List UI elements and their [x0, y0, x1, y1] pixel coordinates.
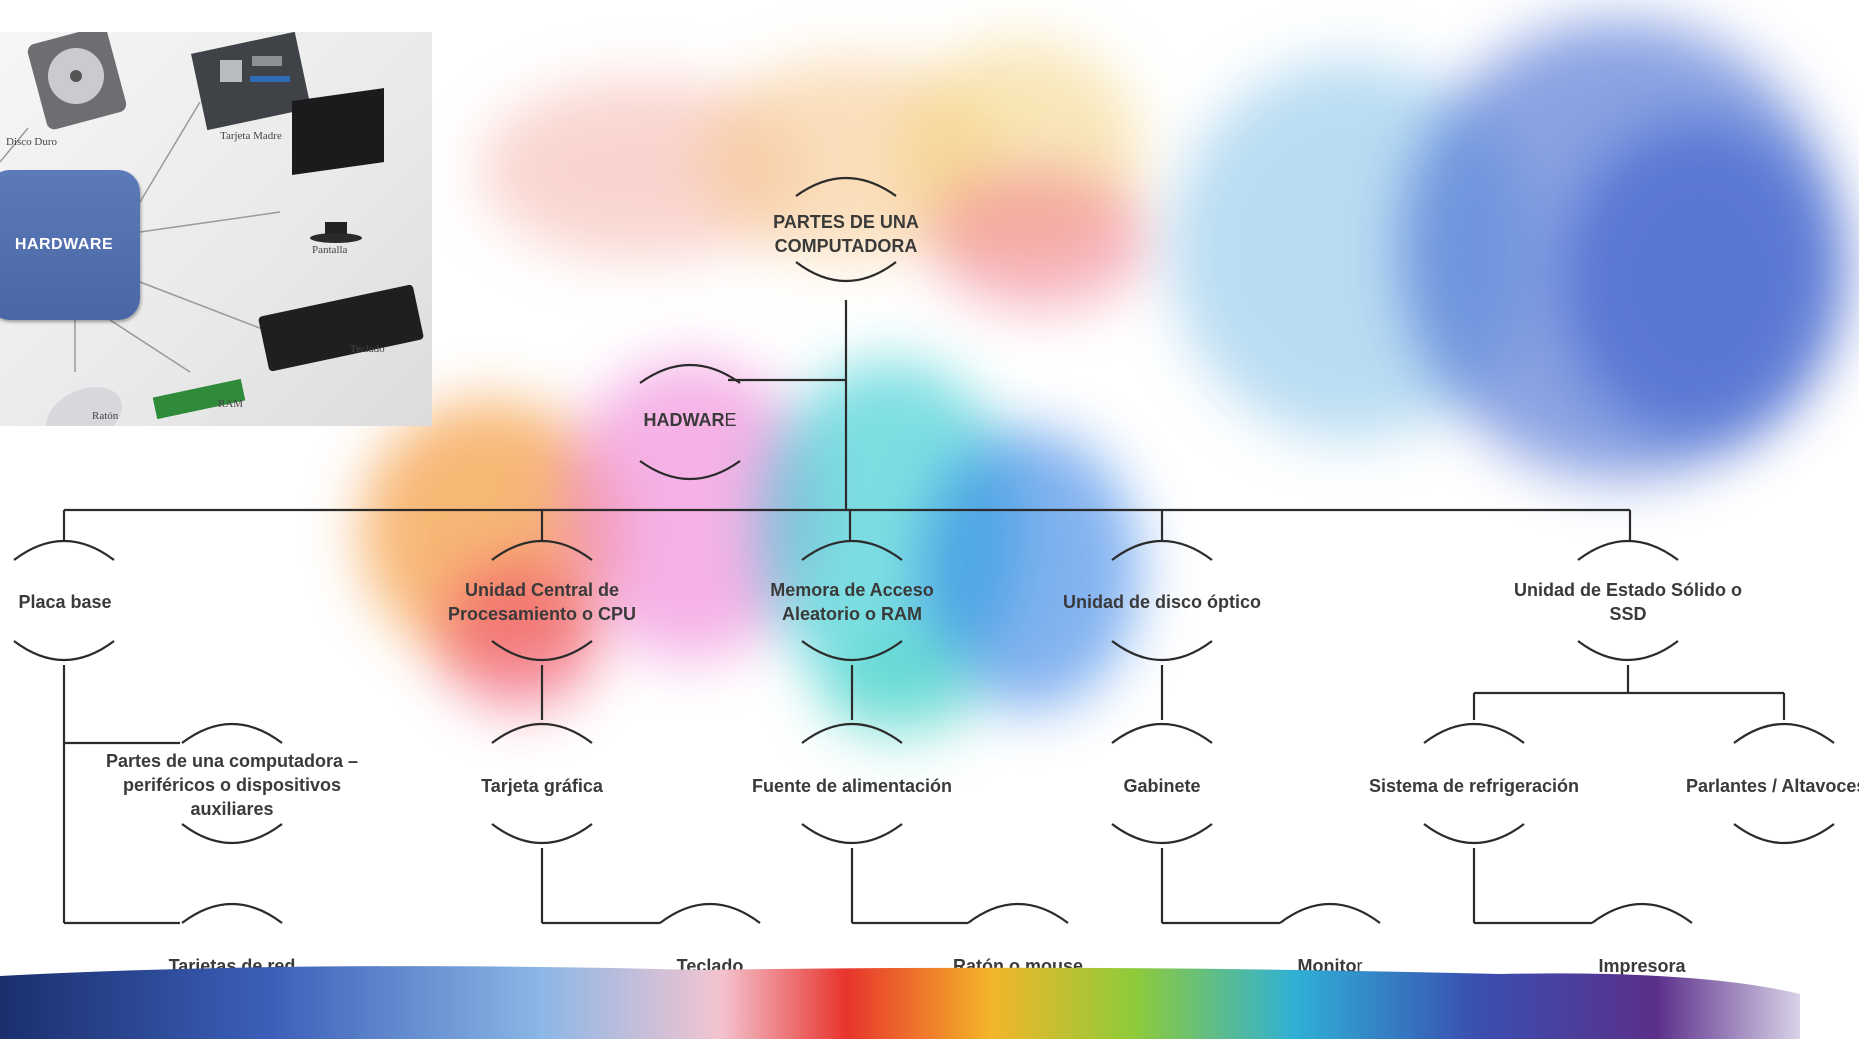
rainbow-brush-stroke — [0, 966, 1800, 1039]
caption-tarjeta-madre: Tarjeta Madre — [220, 130, 282, 142]
node-hardware-tail: E — [724, 410, 737, 430]
motherboard-icon — [191, 32, 311, 131]
keyboard-icon — [258, 284, 424, 372]
node-root: PARTES DE UNA COMPUTADORA — [773, 212, 919, 256]
node-fuente-alimentacion: Fuente de alimentación — [751, 776, 953, 796]
caption-disco-duro: Disco Duro — [6, 136, 58, 148]
hard-disk-icon — [27, 32, 127, 130]
caption-raton: Ratón — [92, 410, 119, 422]
node-ram: Memora de Acceso Aleatorio o RAM — [770, 580, 934, 624]
node-hardware-label: HADWAR — [643, 410, 725, 430]
inset-lines — [0, 32, 424, 426]
node-ssd: Unidad de Estado Sólido o SSD — [1513, 580, 1742, 624]
node-sistema-refrigeracion: Sistema de refrigeración — [1368, 776, 1580, 796]
caption-pantalla: Pantalla — [312, 244, 348, 256]
node-cpu: Unidad Central de Procesamiento o CPU — [447, 580, 637, 624]
node-perifericos: Partes de una computadora – periféricos … — [105, 751, 359, 819]
node-impresora: Impresora — [1598, 956, 1686, 976]
caption-teclado: Teclado — [350, 343, 385, 355]
node-placa-base: Placa base — [18, 592, 112, 612]
node-monitor-tail: r — [1356, 956, 1363, 976]
node-disco-optico: Unidad de disco óptico — [1062, 592, 1261, 612]
node-gabinete: Gabinete — [1123, 776, 1201, 796]
mouse-icon — [46, 386, 122, 426]
node-tarjeta-grafica: Tarjeta gráfica — [481, 776, 603, 796]
caption-ram: RAM — [218, 398, 244, 410]
hardware-hub: HARDWARE — [0, 170, 140, 320]
hardware-inset-image: HARDWARE Disco Duro Tarjeta Madre Pantal… — [0, 32, 432, 426]
monitor-icon — [292, 88, 384, 243]
node-parlantes: Parlantes / Altavoces — [1686, 776, 1859, 796]
ram-icon — [152, 378, 246, 420]
